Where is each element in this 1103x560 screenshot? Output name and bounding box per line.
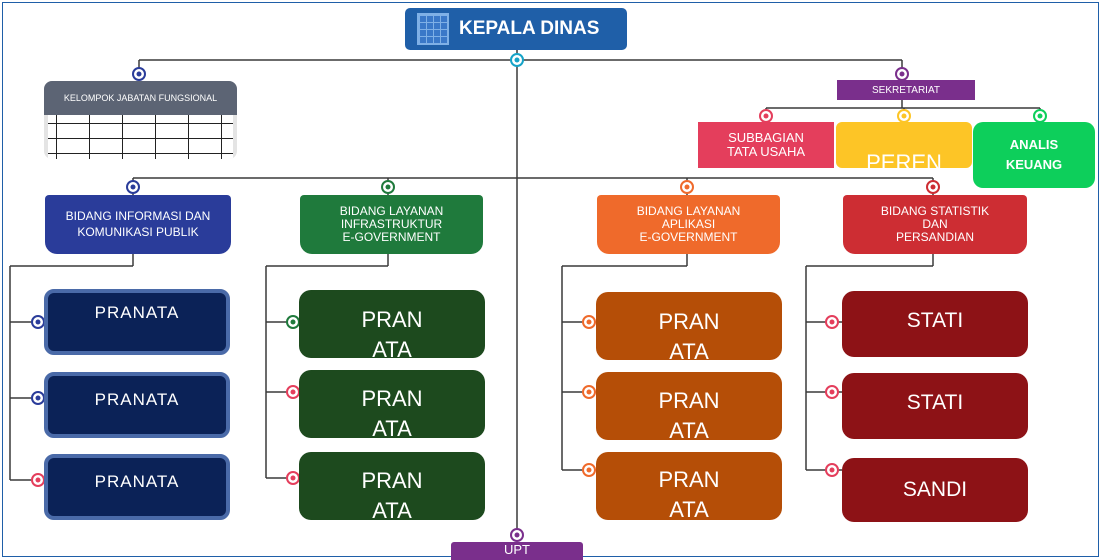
ikp-pranata-node-3[interactable]: PRANATA	[44, 454, 230, 520]
sandi-node[interactable]: SANDI	[842, 458, 1028, 522]
peren-label: PEREN	[866, 150, 942, 169]
aplikasi-pran-cut-2: ATA	[669, 418, 709, 440]
grid-logo-icon	[417, 13, 449, 45]
subbagian-line-2: TATA USAHA	[726, 144, 805, 159]
bidang-infra-line-1: BIDANG LAYANAN	[339, 203, 444, 218]
ikp-pranata-label-3: PRANATA	[94, 472, 180, 491]
aplikasi-pran-label-1: PRAN	[658, 308, 720, 334]
analis-line-2: KEUANG	[1005, 157, 1063, 172]
aplikasi-pran-cut-1: ATA	[669, 339, 709, 360]
bidang-aplikasi-node[interactable]: BIDANG LAYANAN APLIKASI E-GOVERNMENT	[597, 195, 780, 254]
bidang-statistik-line-3: PERSANDIAN	[895, 230, 975, 245]
statistik-label-1: STATI	[906, 309, 964, 332]
infra-pran-label-2: PRAN	[361, 385, 423, 411]
bidang-aplikasi-line-1: BIDANG LAYANAN	[636, 203, 741, 218]
statistik-node-2[interactable]: STATI	[842, 373, 1028, 439]
bidang-infra-line-3: E-GOVERNMENT	[342, 230, 441, 245]
bidang-infra-node[interactable]: BIDANG LAYANAN INFRASTRUKTUR E-GOVERNMEN…	[300, 195, 483, 254]
ikp-pranata-node-1[interactable]: PRANATA	[44, 289, 230, 355]
infra-pran-cut-1: ATA	[372, 337, 412, 358]
infra-pran-node-3[interactable]: PRAN ATA	[299, 452, 485, 520]
aplikasi-pran-label-2: PRAN	[658, 387, 720, 413]
aplikasi-pran-cut-3: ATA	[669, 497, 709, 520]
kepala-dinas-node[interactable]: KEPALA DINAS	[405, 8, 627, 50]
sekretariat-title: SEKRETARIAT	[872, 84, 940, 96]
fungsional-table	[44, 115, 237, 159]
bidang-ikp-line-1: BIDANG INFORMASI DAN	[65, 208, 211, 223]
upt-node[interactable]: UPT	[451, 542, 583, 560]
kepala-dinas-title: KEPALA DINAS	[459, 18, 600, 39]
ikp-pranata-label-2: PRANATA	[94, 390, 180, 409]
infra-pran-cut-3: ATA	[372, 498, 412, 520]
bidang-infra-line-2: INFRASTRUKTUR	[340, 216, 443, 231]
upt-title: UPT	[504, 542, 530, 557]
bidang-statistik-line-2: DAN	[922, 216, 948, 231]
peren-node[interactable]: PEREN	[836, 122, 972, 168]
ikp-pranata-node-2[interactable]: PRANATA	[44, 372, 230, 438]
infra-pran-node-2[interactable]: PRAN ATA	[299, 370, 485, 438]
sekretariat-node[interactable]: SEKRETARIAT	[837, 80, 975, 100]
aplikasi-pran-node-2[interactable]: PRAN ATA	[596, 372, 782, 440]
subbagian-tata-usaha-node[interactable]: SUBBAGIAN TATA USAHA	[698, 122, 834, 168]
subbagian-line-1: SUBBAGIAN	[728, 129, 804, 145]
aplikasi-pran-label-3: PRAN	[658, 466, 720, 492]
bidang-statistik-line-1: BIDANG STATISTIK	[880, 203, 990, 218]
statistik-label-2: STATI	[906, 391, 964, 414]
aplikasi-pran-node-1[interactable]: PRAN ATA	[596, 292, 782, 360]
infra-pran-label-3: PRAN	[361, 467, 423, 493]
infra-pran-cut-2: ATA	[372, 416, 412, 438]
analis-line-1: ANALIS	[1009, 136, 1059, 152]
fungsional-node[interactable]: KELOMPOK JABATAN FUNGSIONAL	[44, 81, 237, 159]
ikp-pranata-label-1: PRANATA	[94, 303, 180, 322]
infra-pran-label-1: PRAN	[361, 306, 423, 332]
statistik-node-1[interactable]: STATI	[842, 291, 1028, 357]
fungsional-header: KELOMPOK JABATAN FUNGSIONAL	[44, 81, 237, 115]
analis-keuang-node[interactable]: ANALIS KEUANG	[973, 122, 1095, 188]
bidang-ikp-line-2: KOMUNIKASI PUBLIK	[77, 225, 199, 239]
sandi-label: SANDI	[902, 478, 968, 501]
bidang-ikp-node[interactable]: BIDANG INFORMASI DAN KOMUNIKASI PUBLIK	[45, 195, 231, 254]
bidang-aplikasi-line-2: APLIKASI	[661, 216, 716, 231]
fungsional-title: KELOMPOK JABATAN FUNGSIONAL	[63, 93, 218, 103]
aplikasi-pran-node-3[interactable]: PRAN ATA	[596, 452, 782, 520]
bidang-statistik-node[interactable]: BIDANG STATISTIK DAN PERSANDIAN	[843, 195, 1027, 254]
infra-pran-node-1[interactable]: PRAN ATA	[299, 290, 485, 358]
bidang-aplikasi-line-3: E-GOVERNMENT	[639, 230, 738, 245]
